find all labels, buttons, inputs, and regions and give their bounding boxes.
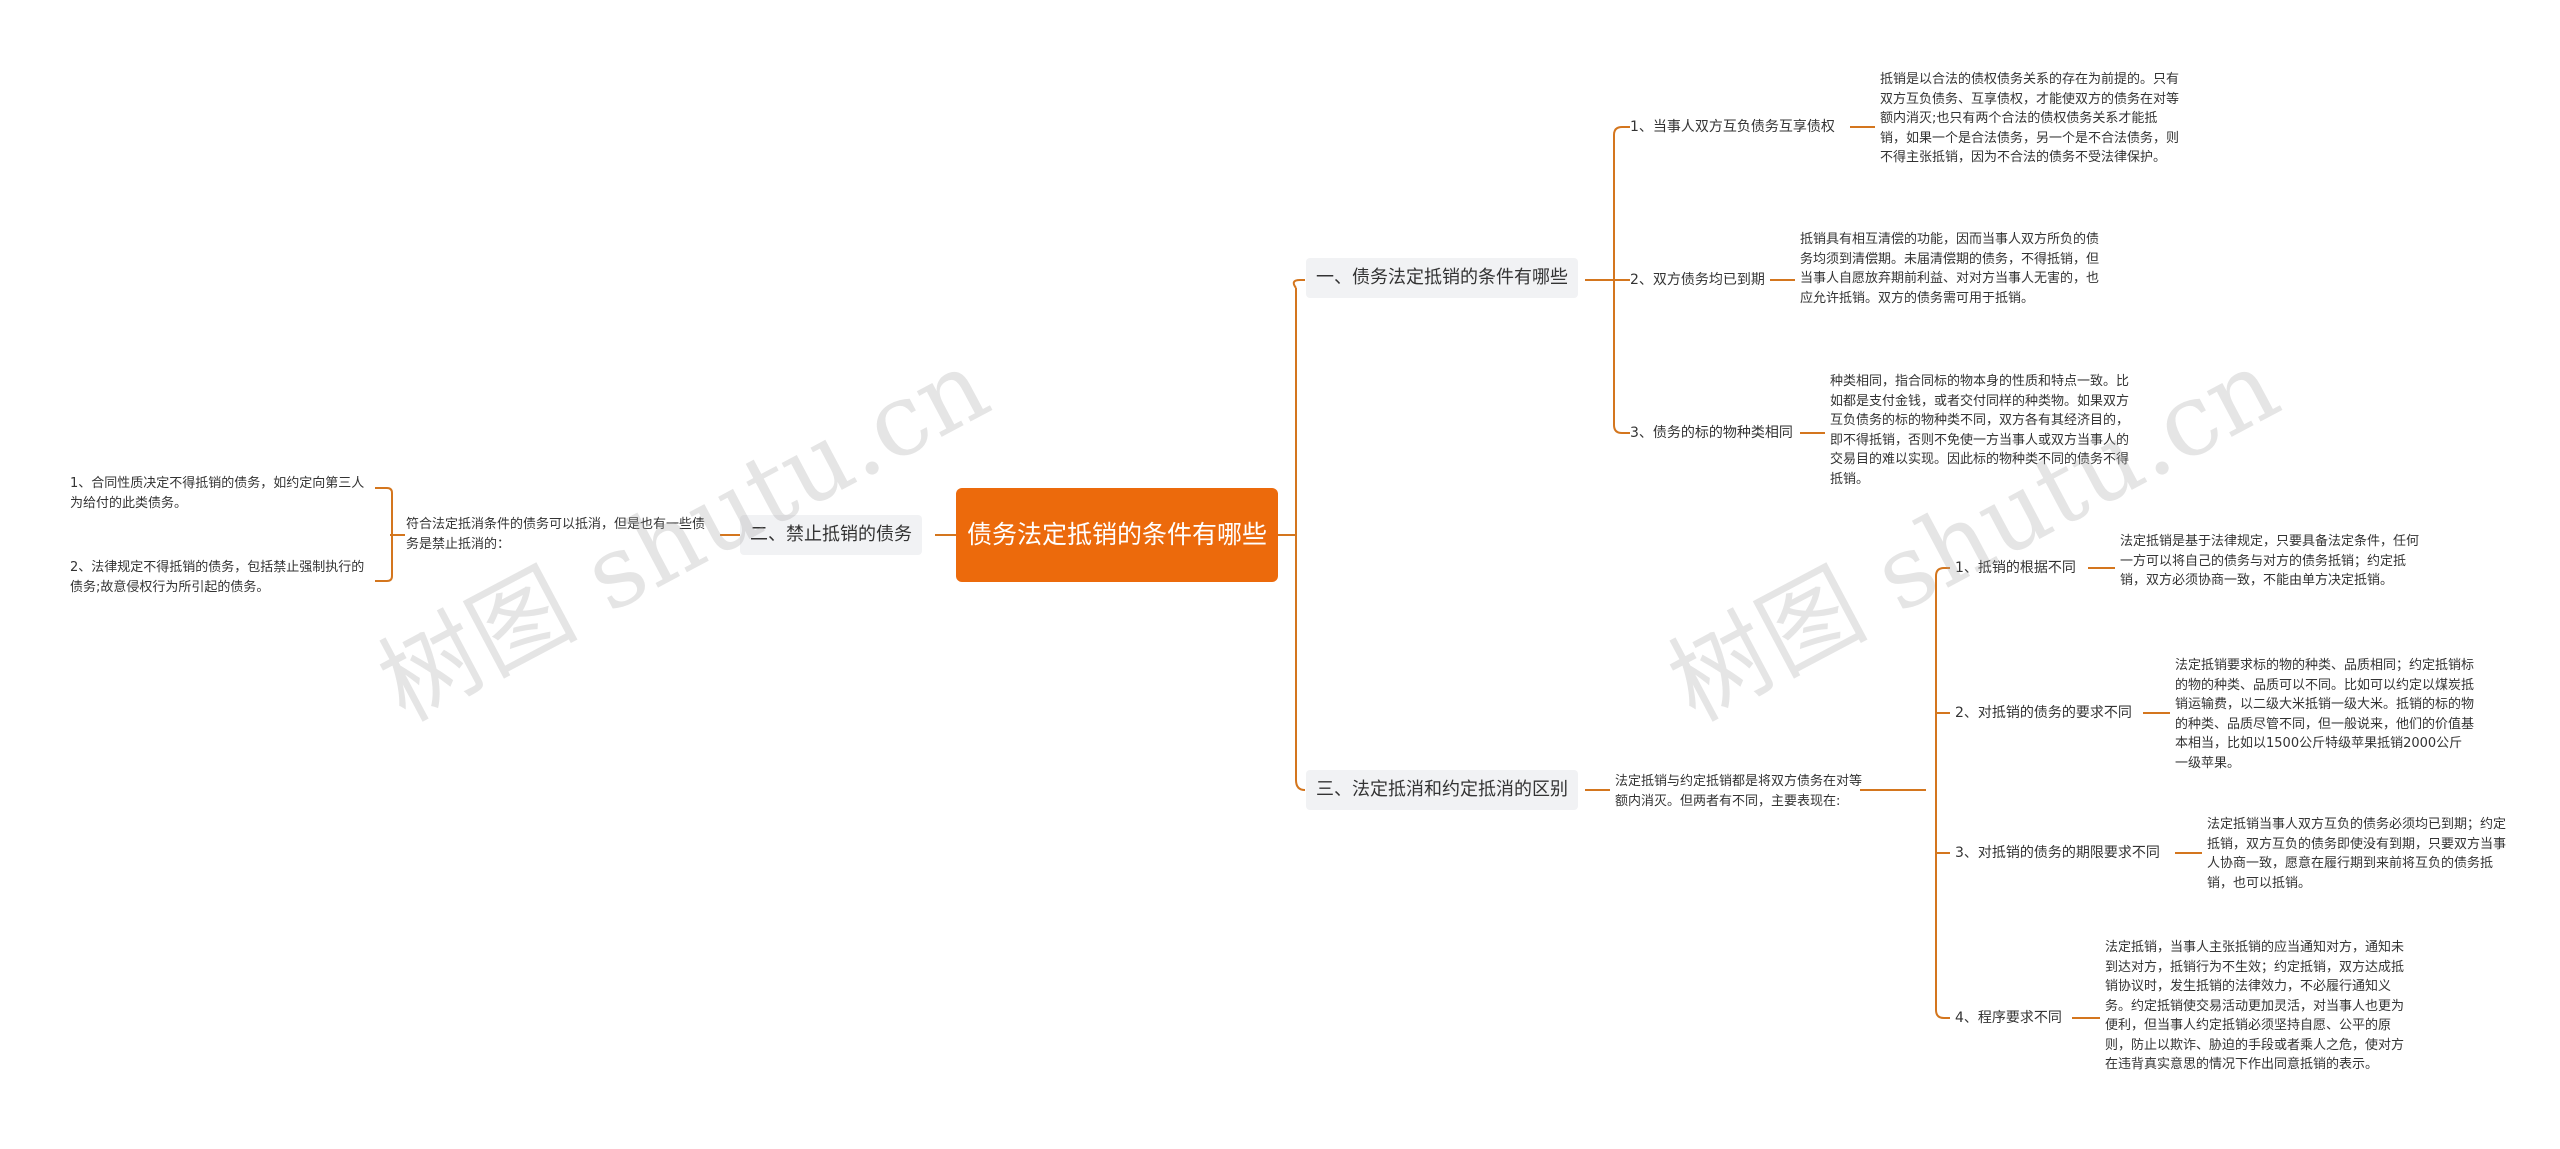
b3-child-4-text: 法定抵销，当事人主张抵销的应当通知对方，通知未到达对方，抵销行为不生效；约定抵销… [2105, 940, 2405, 1072]
b1-child-3-label[interactable]: 3、债务的标的物种类相同 [1630, 425, 1793, 441]
b3-child-1-label[interactable]: 1、抵销的根据不同 [1955, 560, 2076, 576]
b3-child-3-label[interactable]: 3、对抵销的债务的期限要求不同 [1955, 845, 2160, 861]
b1-child-2-label[interactable]: 2、双方债务均已到期 [1630, 272, 1765, 288]
b3-child-1-text: 法定抵销是基于法律规定，只要具备法定条件，任何一方可以将自己的债务与对方的债务抵… [2120, 534, 2420, 588]
branch-label: 一、债务法定抵销的条件有哪些 [1316, 267, 1568, 288]
b1-child-2-text: 抵销具有相互清偿的功能，因而当事人双方所负的债务均须到清偿期。未届清偿期的债务，… [1800, 232, 2100, 306]
b1-child-1-label[interactable]: 1、当事人双方互负债务互享债权 [1630, 119, 1835, 135]
b3-child-2-text: 法定抵销要求标的物的种类、品质相同；约定抵销标的物的种类、品质可以不同。比如可以… [2175, 658, 2475, 771]
left-item-1: 1、合同性质决定不得抵销的债务，如约定向第三人为给付的此类债务。 [70, 476, 365, 511]
b3-child-4-label[interactable]: 4、程序要求不同 [1955, 1010, 2062, 1026]
branch-differences[interactable]: 三、法定抵消和约定抵消的区别 [1306, 770, 1578, 810]
b3-child-3-text: 法定抵销当事人双方互负的债务必须均已到期；约定抵销，双方互负的债务即使没有到期，… [2207, 817, 2507, 891]
root-title: 债务法定抵销的条件有哪些 [966, 520, 1267, 549]
branch-prohibited-debts[interactable]: 二、禁止抵销的债务 [740, 515, 922, 555]
connector-b3-children [1860, 567, 1950, 1019]
connector-root-right [1278, 279, 1306, 791]
branch-label: 三、法定抵消和约定抵消的区别 [1316, 779, 1568, 800]
branch-label: 二、禁止抵销的债务 [750, 524, 912, 545]
left-intro-text: 符合法定抵消条件的债务可以抵消，但是也有一些债务是禁止抵消的： [406, 517, 706, 552]
connector-left-items [375, 487, 405, 582]
b1-child-3-text: 种类相同，指合同标的物本身的性质和特点一致。比如都是支付金钱，或者交付同样的种类… [1830, 374, 2130, 487]
b3-intro-text: 法定抵销与约定抵销都是将双方债务在对等额内消灭。但两者有不同，主要表现在: [1615, 774, 1863, 809]
connector-b1 [1585, 126, 1630, 434]
b3-child-2-label[interactable]: 2、对抵销的债务的要求不同 [1955, 705, 2132, 721]
left-item-2: 2、法律规定不得抵销的债务，包括禁止强制执行的债务;故意侵权行为所引起的债务。 [70, 560, 365, 595]
root-node[interactable]: 债务法定抵销的条件有哪些 [956, 488, 1278, 582]
b1-child-1-text: 抵销是以合法的债权债务关系的存在为前提的。只有双方互负债务、互享债权，才能使双方… [1880, 72, 2180, 165]
branch-conditions[interactable]: 一、债务法定抵销的条件有哪些 [1306, 258, 1578, 298]
